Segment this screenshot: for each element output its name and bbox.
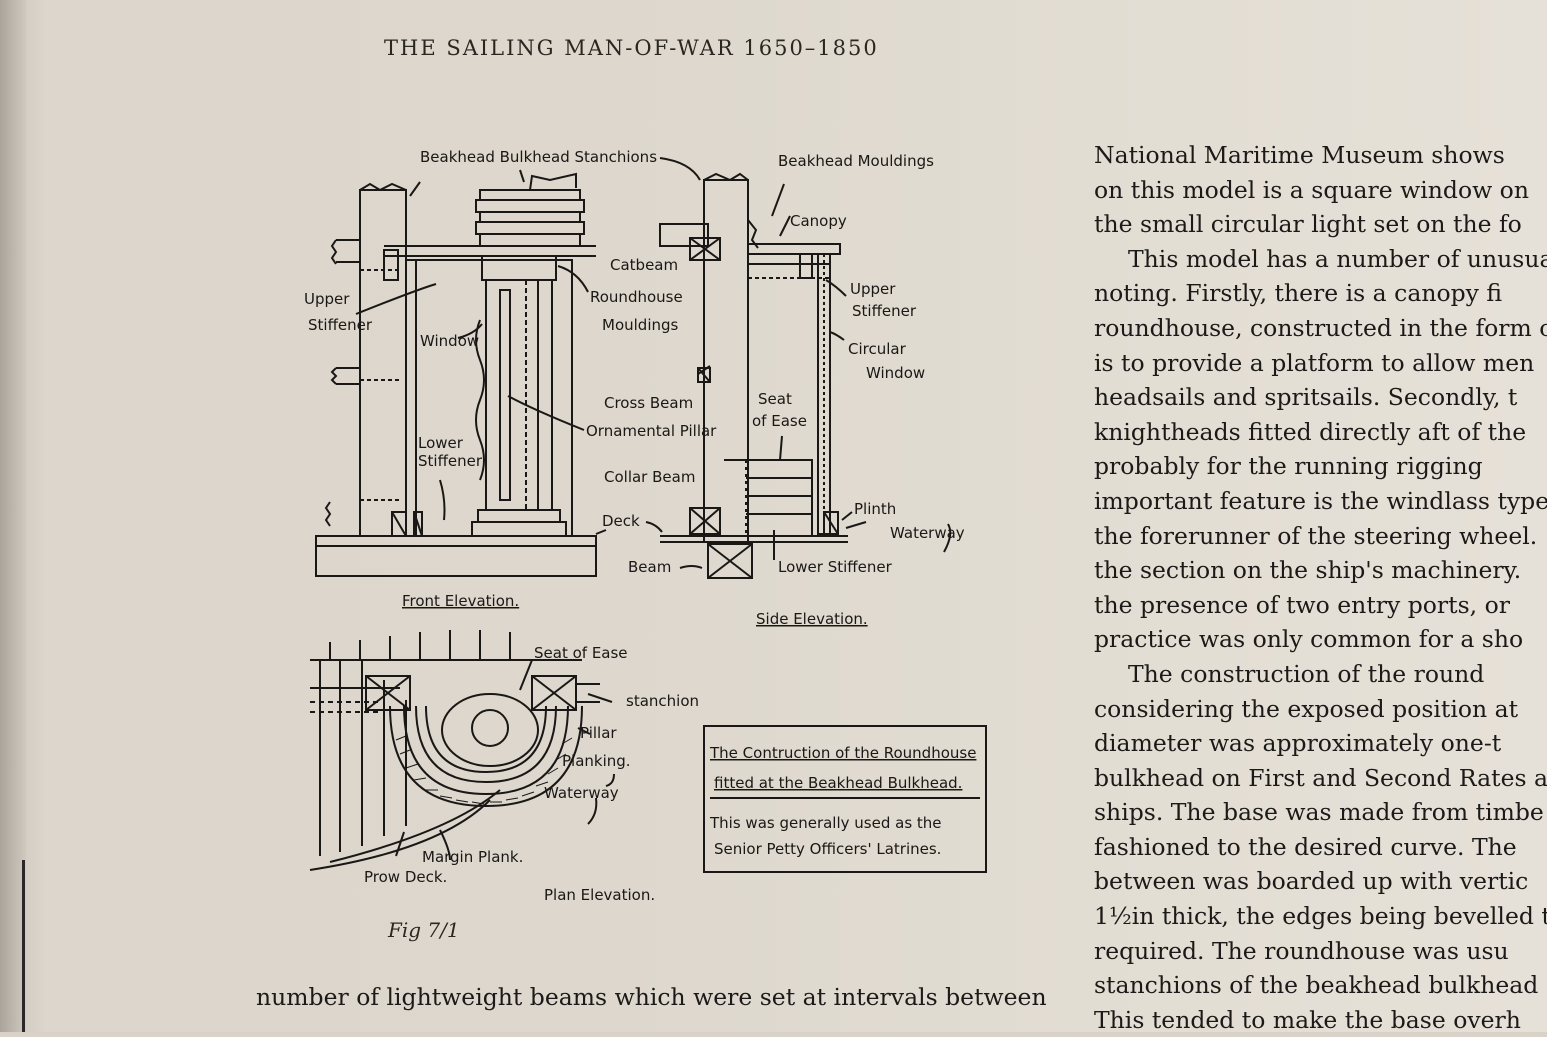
note-box-title-b: fitted at the Beakhead Bulkhead. — [714, 774, 962, 792]
right-column-line: the forerunner of the steering wheel. — [1094, 521, 1538, 550]
figure-drawing: Beakhead Bulkhead Stanchions Upper Stiff… — [304, 148, 987, 900]
body-text-bottom: number of lightweight beams which were s… — [256, 983, 1047, 1011]
right-column-line: headsails and spritsails. Secondly, t — [1094, 383, 1518, 412]
label-plan-pillar: Pillar — [580, 724, 617, 742]
right-column-line: bulkhead on First and Second Rates a — [1094, 763, 1547, 792]
label-plan-waterway: Waterway — [544, 784, 619, 802]
right-column-line: between was boarded up with vertic — [1094, 867, 1529, 896]
label-lower-stiffener-b: Stiffener — [418, 452, 483, 470]
right-column-line: practice was only common for a sho — [1094, 625, 1524, 654]
label-side-upper-stiffener-b: Stiffener — [852, 302, 917, 320]
label-plinth: Plinth — [854, 500, 896, 518]
label-catbeam: Catbeam — [610, 256, 678, 274]
right-column-line: The construction of the round — [1128, 659, 1485, 688]
right-column-line: stanchions of the beakhead bulkhead — [1094, 971, 1539, 1000]
right-column-line: noting. Firstly, there is a canopy fi — [1094, 279, 1503, 308]
right-column-line: National Maritime Museum shows — [1094, 141, 1505, 169]
front-elevation-title: Front Elevation. — [402, 592, 519, 610]
label-beakhead-mouldings: Beakhead Mouldings — [778, 152, 934, 170]
label-seat-of-ease-a: Seat — [758, 390, 792, 408]
label-deck: Deck — [602, 512, 640, 530]
label-collar-beam: Collar Beam — [604, 468, 695, 486]
label-cross-beam: Cross Beam — [604, 394, 693, 412]
label-roundhouse-mouldings-a: Roundhouse — [590, 288, 683, 306]
running-head: THE SAILING MAN-OF-WAR 1650–1850 — [384, 36, 879, 60]
right-column-line: knightheads fitted directly aft of the — [1094, 417, 1527, 446]
label-side-upper-stiffener-a: Upper — [850, 280, 896, 298]
right-column-line: 1½in thick, the edges being bevelled t — [1094, 902, 1547, 931]
right-column-line: considering the exposed position at — [1094, 694, 1519, 723]
right-column-line: the presence of two entry ports, or — [1094, 590, 1510, 619]
label-plan-seat-of-ease: Seat of Ease — [534, 644, 628, 662]
label-circular-window-b: Window — [866, 364, 925, 382]
right-column-line: roundhouse, constructed in the form o — [1094, 313, 1547, 342]
book-spine — [0, 0, 26, 1032]
label-plan-prow-deck: Prow Deck. — [364, 868, 447, 886]
label-upper-stiffener-a: Upper — [304, 290, 350, 308]
label-beam: Beam — [628, 558, 671, 576]
right-column-line: important feature is the windlass type — [1094, 486, 1547, 515]
label-side-lower-stiffener: Lower Stiffener — [778, 558, 893, 576]
plan-elevation-title: Plan Elevation. — [544, 886, 655, 900]
spine-edge — [22, 860, 25, 1032]
label-roundhouse-mouldings-b: Mouldings — [602, 316, 679, 334]
right-column-line: fashioned to the desired curve. The — [1094, 832, 1517, 861]
label-stanchions: Beakhead Bulkhead Stanchions — [420, 148, 657, 166]
label-circular-window-a: Circular — [848, 340, 907, 358]
label-seat-of-ease-b: of Ease — [752, 412, 807, 430]
note-box-body-a: This was generally used as the — [709, 814, 942, 832]
right-column-line: on this model is a square window on — [1094, 175, 1529, 204]
label-lower-stiffener-a: Lower — [418, 434, 464, 452]
figure-caption: Fig 7/1 — [388, 918, 460, 942]
right-column-line: is to provide a platform to allow men — [1094, 348, 1535, 377]
right-column-line: diameter was approximately one-t — [1094, 729, 1502, 758]
label-window: Window — [420, 332, 479, 350]
label-canopy: Canopy — [790, 212, 847, 230]
right-column-line: probably for the running rigging — [1094, 452, 1483, 481]
right-column-line: This model has a number of unusua — [1128, 244, 1547, 273]
right-column-line: This tended to make the base overh — [1094, 1005, 1521, 1034]
right-column-line: ships. The base was made from timbe — [1094, 798, 1544, 827]
side-elevation-title: Side Elevation. — [756, 610, 868, 628]
label-ornamental-pillar: Ornamental Pillar — [586, 422, 717, 440]
label-side-waterway: Waterway — [890, 524, 965, 542]
right-column-line: the small circular light set on the fo — [1094, 210, 1522, 239]
right-column-line: required. The roundhouse was usu — [1094, 936, 1509, 965]
label-plan-stanchion: stanchion — [626, 692, 699, 710]
right-column-line: the section on the ship's machinery. — [1094, 556, 1522, 585]
label-plan-planking: Planking. — [562, 752, 631, 770]
label-plan-margin-plank: Margin Plank. — [422, 848, 523, 866]
note-box-title-a: The Contruction of the Roundhouse — [709, 744, 976, 762]
label-upper-stiffener-b: Stiffener — [308, 316, 373, 334]
note-box-body-b: Senior Petty Officers' Latrines. — [714, 840, 941, 858]
right-column-text: National Maritime Museum shows on this mo… — [1094, 138, 1547, 1037]
